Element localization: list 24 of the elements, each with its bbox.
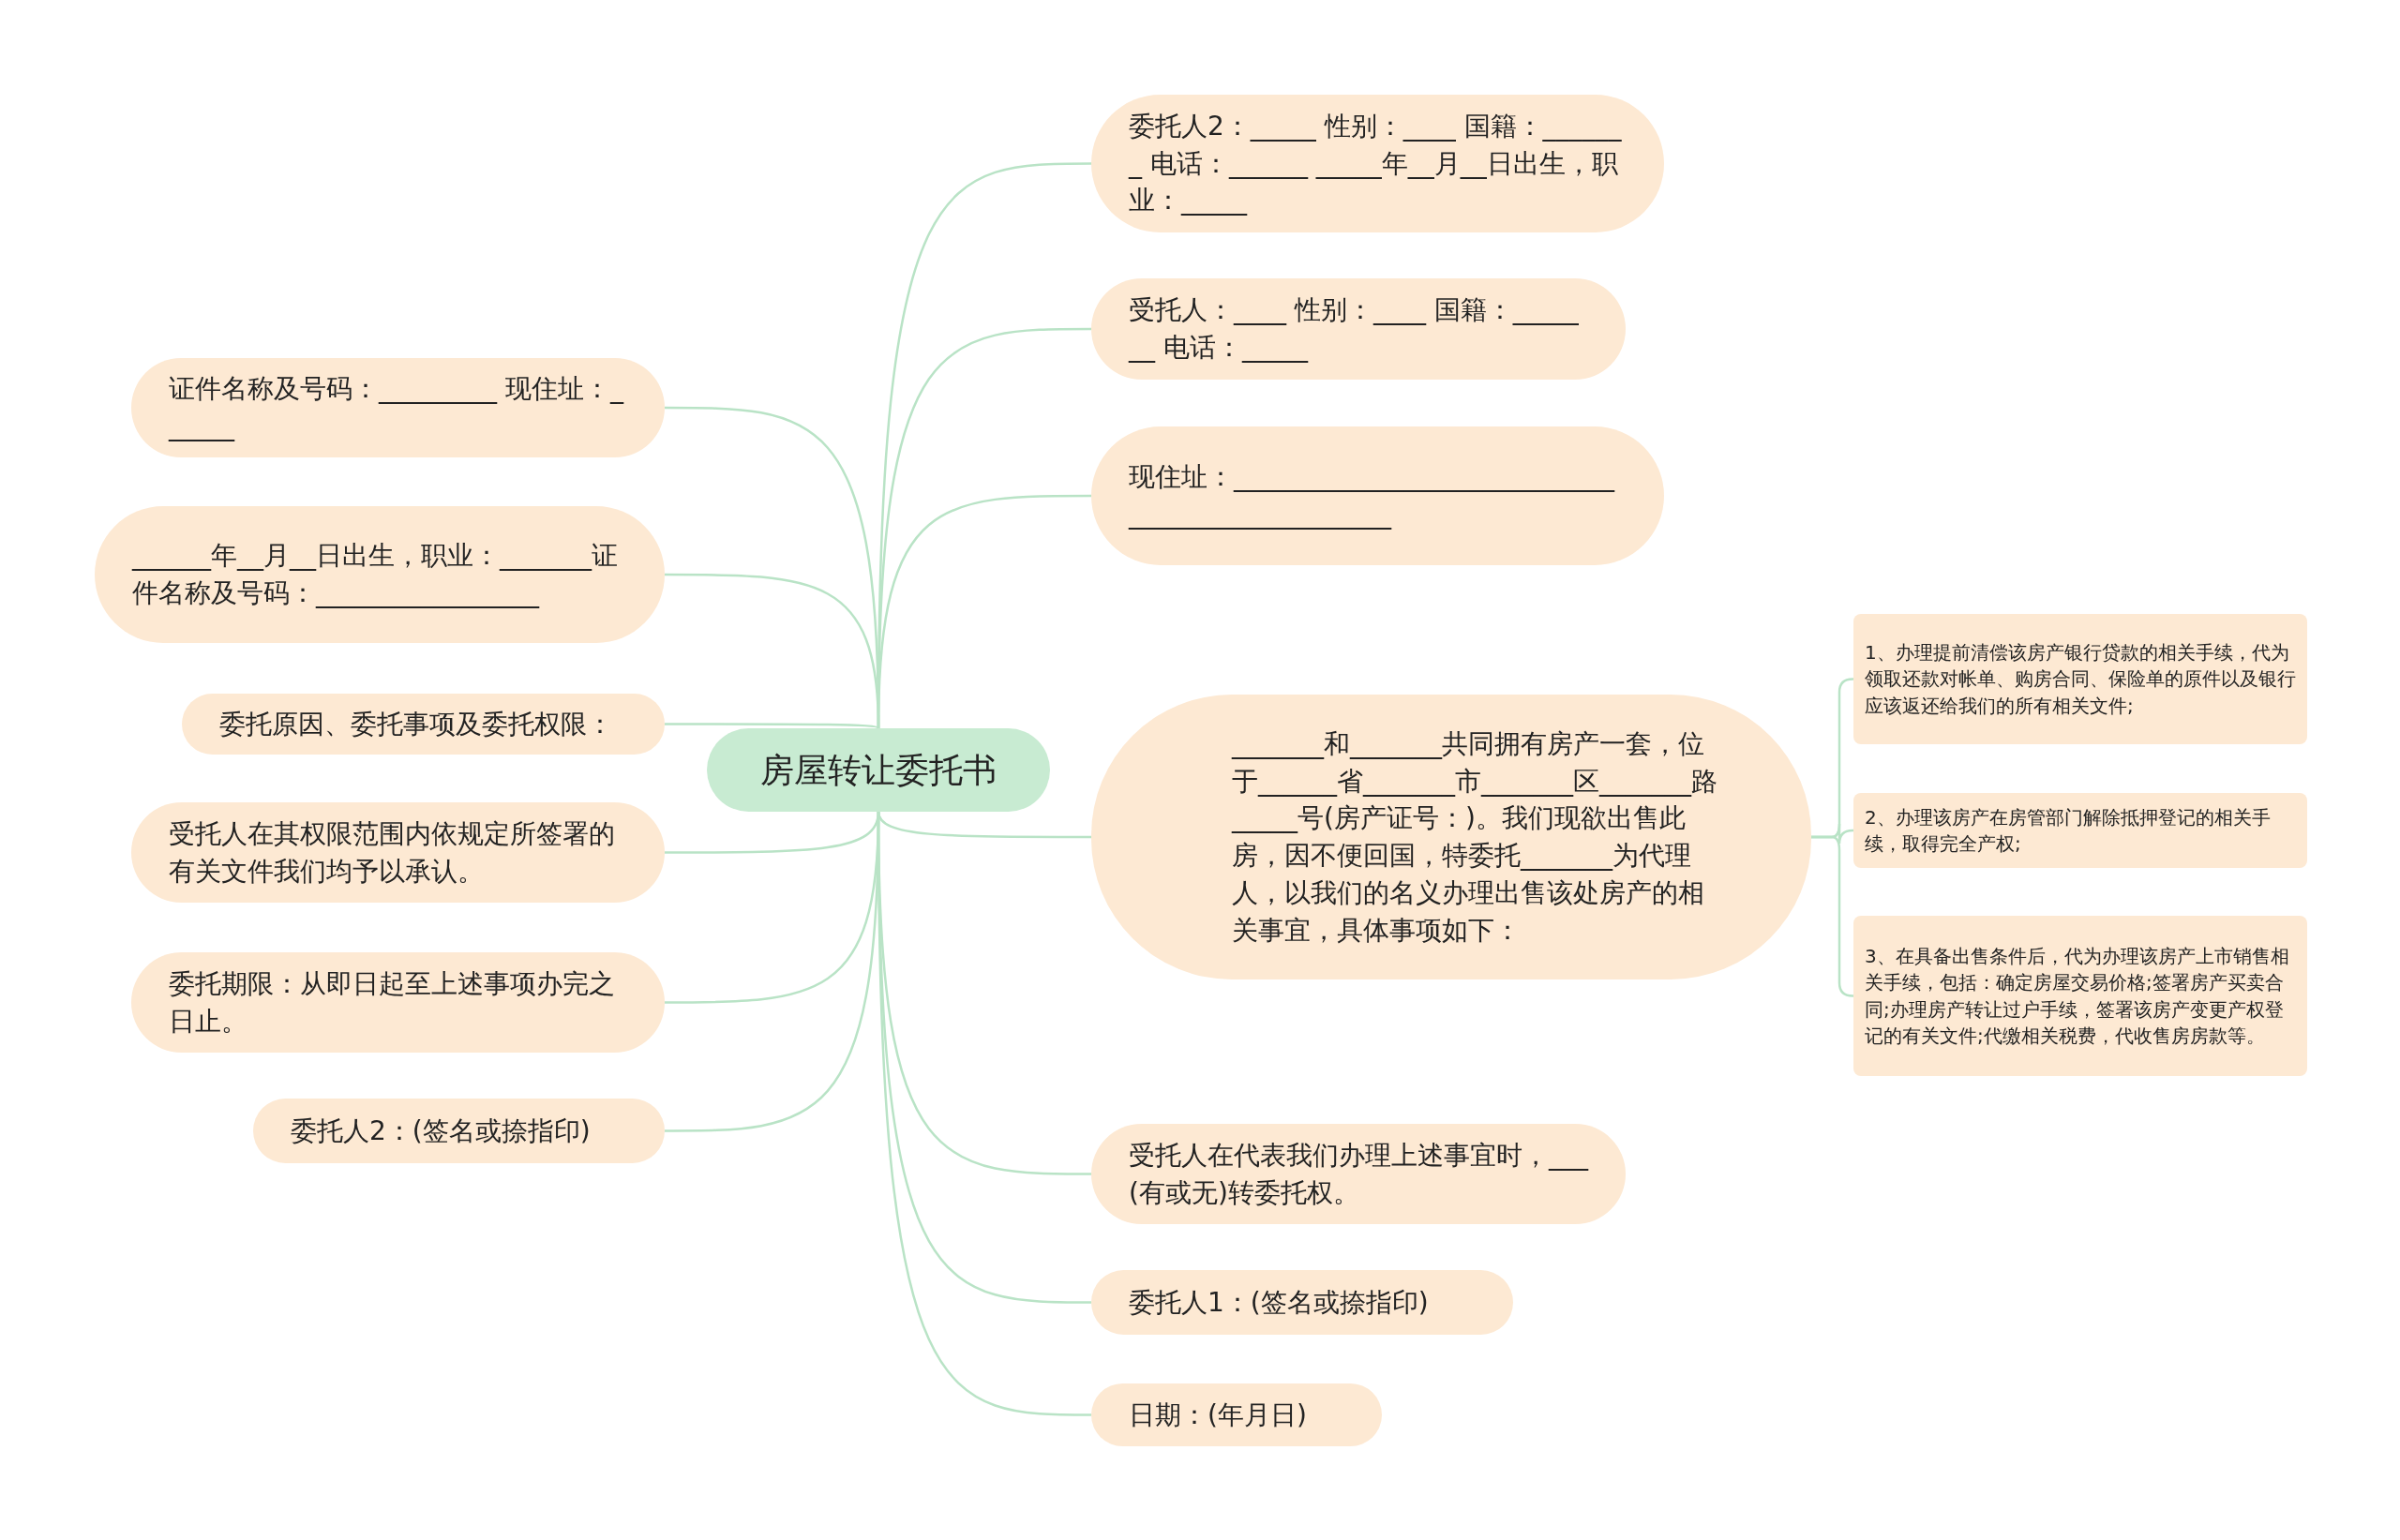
topic-text: 证件名称及号码：_________ 现住址：______ [169,372,625,443]
topic-text: 委托期限：从即日起至上述事项办完之日止。 [169,966,616,1039]
topic-text: 委托人2：(签名或捺指印) [291,1114,591,1148]
subtopic-card [1853,916,2307,1076]
connector-line [1811,835,1854,997]
connector-line [877,494,1091,729]
topic-text: 日期：(年月日) [1129,1398,1307,1432]
topic-text: 1、办理提前清偿该房产银行贷款的相关手续，代为领取还款对帐单、购房合同、保险单的原件以及银行应该返还给我们的所有相关文件; [1865,639,2296,719]
topic-text: 现住址：_________________________________________________ [1129,460,1616,531]
topic-text: _______和_______共同拥有房产一套，位于______省_______市_______区_______路_____号(房产证号：)。我们现欲出售此房，因不便回国，特委托_______为代理人，以我们的名义办理出售该处房产的相关事宜，具体事项如下： [1232,726,1718,948]
subtopic-card [1853,793,2307,868]
connector-line [665,723,879,730]
topic-text: 受托人在代表我们办理上述事宜时，___(有或无)转委托权。 [1129,1138,1588,1210]
topic-text: ______年__月__日出生，职业：_______证件名称及号码：_________________ [132,539,619,610]
subtopic-card [1853,614,2307,744]
title-text: 房屋转让委托书 [760,749,997,791]
topic-text: 委托人1：(签名或捺指印) [1129,1285,1429,1320]
topic-text: 3、在具备出售条件后，代为办理该房产上市销售相关手续，包括：确定房屋交易价格;签署房产买卖合同;办理房产转让过户手续，签署该房产变更产权登记的有关文件;代缴相关税费，代收售房房款等。 [1865,943,2290,1049]
connector-line [877,811,1091,839]
topic-text: 受托人：____ 性别：____ 国籍：_______ 电话：_____ [1129,293,1580,365]
topic-text: 委托人2：_____ 性别：____ 国籍：_______ 电话：______ _____年__月__日出生，职业：_____ [1129,109,1623,218]
topic-text: 2、办理该房产在房管部门解除抵押登记的相关手续，取得完全产权; [1865,804,2272,857]
topic-text: 受托人在其权限范围内依规定所签署的有关文件我们均予以承认。 [169,816,616,889]
topic-text: 委托原因、委托事项及委托权限： [219,707,613,741]
